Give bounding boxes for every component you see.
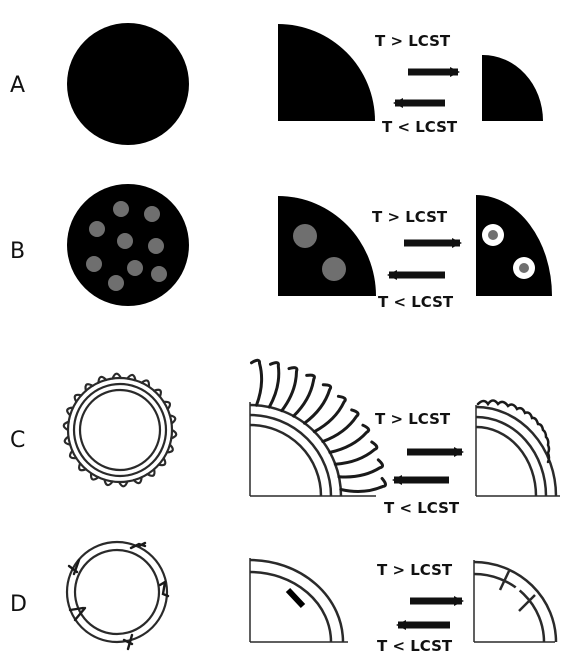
- condition-upper-b: T > LCST: [372, 208, 448, 226]
- row-label-a: A: [10, 73, 25, 98]
- swollen-quadrant: [278, 196, 376, 296]
- extended-polymer-chains: [252, 360, 386, 491]
- condition-upper-c: T > LCST: [375, 410, 451, 428]
- condition-lower-a: T < LCST: [382, 118, 458, 136]
- collapsed-polymer-layer: [478, 401, 549, 463]
- row-c: C T > LCST T < LCST: [10, 360, 560, 517]
- polymer-chain: [282, 368, 297, 411]
- swollen-brush-quadrant: [250, 360, 386, 496]
- polymer-coated-shell: [64, 374, 176, 487]
- polymer-chain: [269, 363, 278, 407]
- shrunk-inclusion: [488, 230, 498, 240]
- row-d: D: [10, 542, 556, 653]
- condition-upper-d: T > LCST: [377, 561, 453, 579]
- condition-upper-a: T > LCST: [375, 32, 451, 50]
- polymer-chain: [323, 410, 358, 442]
- row-label-d: D: [10, 592, 27, 617]
- crosslinked-quadrant-open: [250, 558, 348, 642]
- inclusion-dot: [293, 224, 317, 248]
- polymer-chain: [330, 425, 369, 452]
- crosslinked-quadrant-closed: [474, 560, 556, 642]
- row-b: B T > LCST T < LCST: [10, 184, 552, 311]
- crosslinked-shell: [67, 542, 168, 649]
- row-label-c: C: [10, 428, 25, 453]
- condition-lower-d: T < LCST: [377, 637, 453, 653]
- solid-particle: [67, 23, 189, 145]
- condition-lower-c: T < LCST: [384, 499, 460, 517]
- collapsed-brush-quadrant: [476, 401, 560, 497]
- row-a: A T > LCST T < LCST: [10, 23, 543, 145]
- polymer-chain: [335, 442, 377, 464]
- polymer-chain: [305, 385, 331, 424]
- condition-lower-b: T < LCST: [378, 293, 454, 311]
- row-label-b: B: [10, 239, 25, 264]
- polymer-chain: [252, 360, 262, 405]
- polymer-chain: [314, 396, 345, 431]
- shrunk-inclusion: [519, 263, 529, 273]
- crosslink-segment: [288, 590, 303, 606]
- collapsed-quadrant: [476, 195, 552, 296]
- inclusion-dot: [322, 257, 346, 281]
- polymer-chain: [341, 479, 386, 492]
- collapsed-quadrant: [482, 55, 543, 121]
- swollen-quadrant: [278, 24, 375, 121]
